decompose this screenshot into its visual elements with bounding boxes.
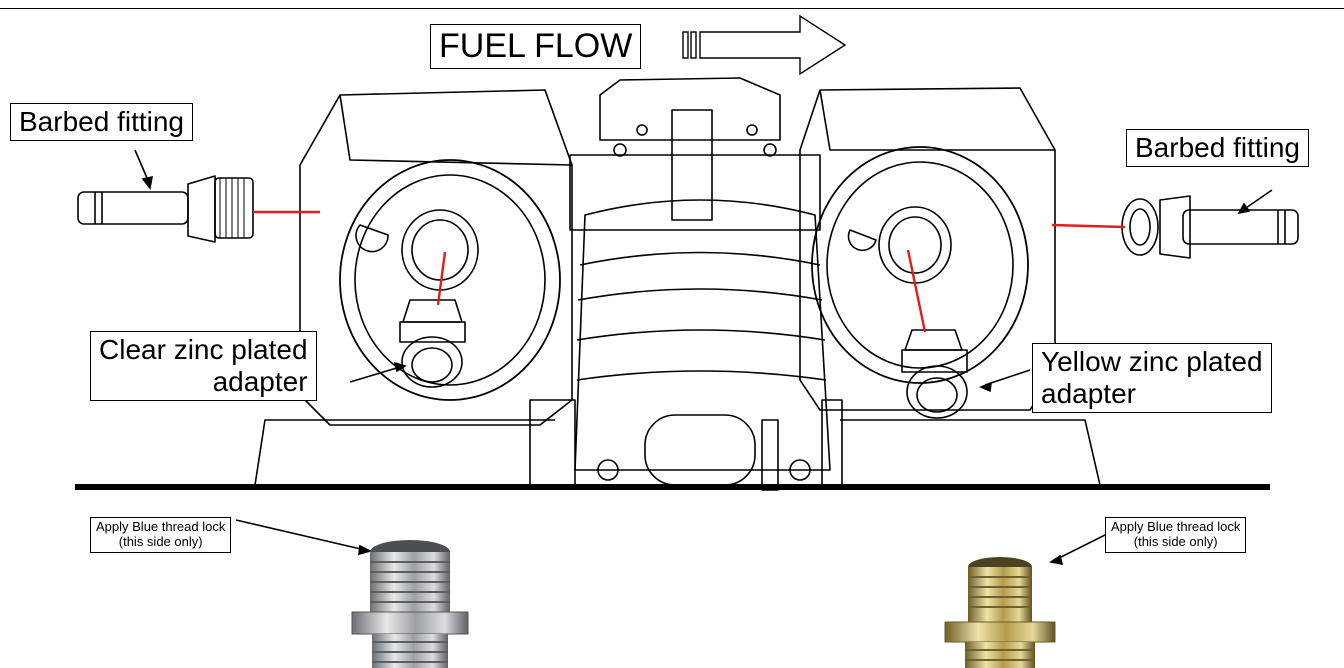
pump-top [599, 77, 781, 141]
thread-lock-left-line2: (this side only) [118, 533, 203, 549]
top-border [0, 8, 1344, 9]
yellow-zinc-adapter-photo [944, 557, 1056, 668]
pump-motor [574, 199, 831, 471]
barbed-fitting-right [1121, 195, 1299, 259]
thread-lock-left-line1: Apply Blue thread lock [96, 519, 226, 534]
adapter-left-drawing [399, 299, 466, 388]
clear-zinc-adapter-photo [351, 540, 469, 668]
left-housing [299, 89, 573, 426]
thread-lock-right-line2: (this side only) [1133, 533, 1218, 549]
yellow-zinc-adapter-label: Yellow zinc plated adapter [1032, 343, 1272, 414]
barbed-fitting-left [77, 175, 254, 243]
thread-lock-left-label: Apply Blue thread lock (this side only) [90, 517, 232, 553]
right-housing [799, 87, 1056, 411]
thread-lock-right-label: Apply Blue thread lock (this side only) [1105, 517, 1247, 553]
base-plate [254, 419, 1101, 486]
barbed-fitting-right-label: Barbed fitting [1126, 129, 1309, 168]
yellow-zinc-line2: adapter [1041, 378, 1136, 410]
adapter-right-drawing [901, 329, 968, 419]
thread-lock-right-line1: Apply Blue thread lock [1111, 519, 1241, 534]
clear-zinc-line1: Clear zinc plated [99, 334, 308, 365]
barbed-fitting-left-label: Barbed fitting [10, 103, 193, 142]
clear-zinc-adapter-label: Clear zinc plated adapter [90, 331, 317, 402]
flow-arrow-icon [682, 14, 847, 76]
yellow-zinc-line1: Yellow zinc plated [1041, 346, 1263, 377]
clear-zinc-line2: adapter [212, 366, 308, 398]
fuel-flow-label: FUEL FLOW [430, 24, 642, 70]
